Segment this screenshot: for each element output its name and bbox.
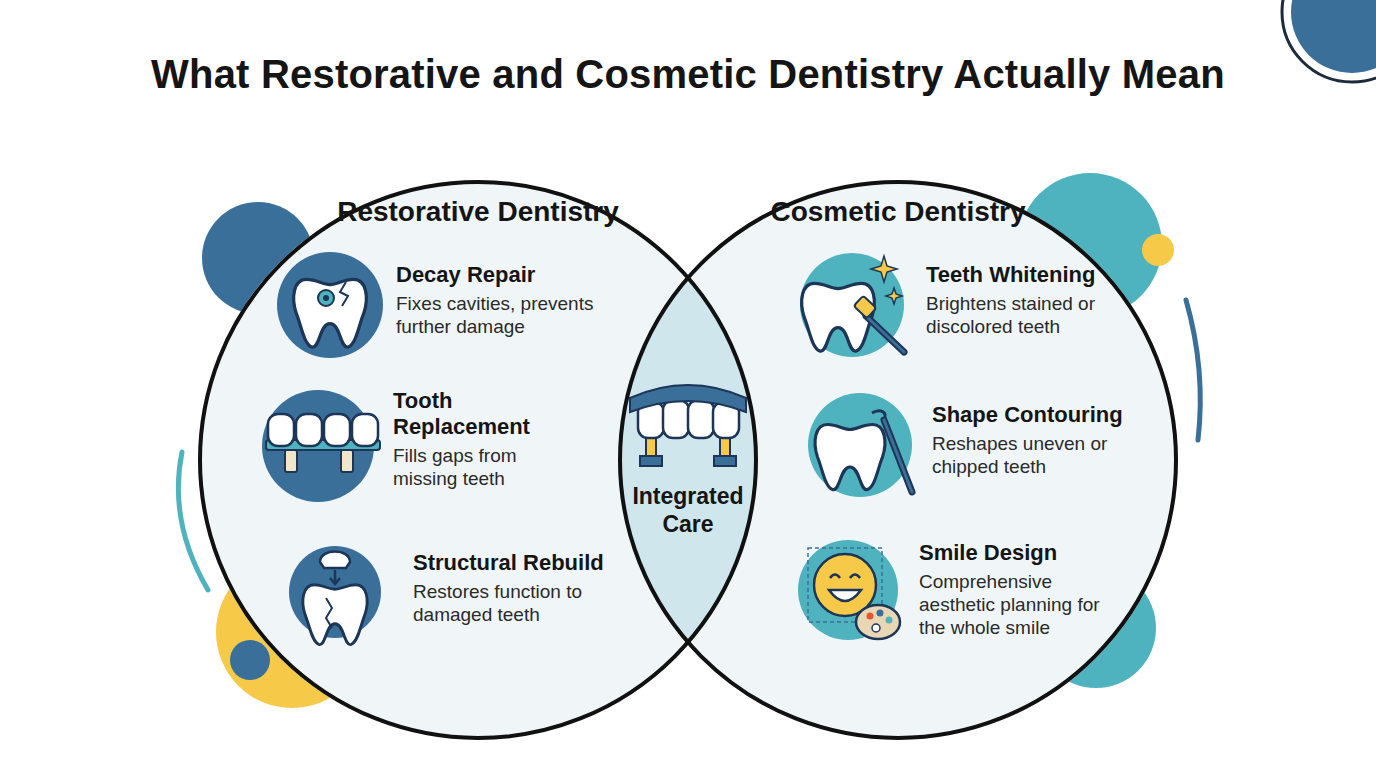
bridge-icon	[262, 390, 380, 502]
item-title: Shape Contouring	[932, 402, 1162, 428]
service-item: Teeth WhiteningBrightens stained or disc…	[800, 262, 1160, 362]
item-title: Smile Design	[919, 540, 1149, 566]
venn-circle: Cosmetic DentistryTeeth WhiteningBrighte…	[618, 180, 1178, 740]
circle-heading: Restorative Dentistry	[198, 196, 758, 228]
integrated-icon	[630, 385, 746, 466]
overlap-label: Integrated Care	[618, 482, 758, 538]
diagram-title: What Restorative and Cosmetic Dentistry …	[0, 52, 1376, 97]
item-title: Structural Rebuild	[413, 550, 643, 576]
item-description: Reshapes uneven or chipped teeth	[932, 432, 1112, 478]
overlap-text: Integrated Care	[618, 482, 758, 538]
service-item: Tooth ReplacementFills gaps from missing…	[262, 388, 622, 500]
overlap-region: Integrated Care	[618, 482, 758, 546]
item-description: Fixes cavities, prevents further damage	[396, 292, 611, 338]
venn-circle: Restorative DentistryDecay RepairFixes c…	[198, 180, 758, 740]
item-title: Tooth Replacement	[393, 388, 553, 440]
item-description: Fills gaps from missing teeth	[393, 444, 543, 490]
item-title: Teeth Whitening	[926, 262, 1156, 288]
item-description: Brightens stained or discolored teeth	[926, 292, 1121, 338]
contouring-icon	[808, 393, 912, 497]
item-description: Comprehensive aesthetic planning for the…	[919, 570, 1101, 639]
circle-border	[200, 182, 756, 738]
crown-icon	[289, 546, 381, 645]
circle-heading: Cosmetic Dentistry	[618, 196, 1178, 228]
whitening-icon	[800, 253, 904, 357]
service-item: Structural RebuildRestores function to d…	[290, 550, 650, 650]
smile-icon	[798, 540, 900, 640]
item-title: Decay Repair	[396, 262, 636, 288]
service-item: Decay RepairFixes cavities, prevents fur…	[276, 262, 646, 362]
circle-border	[620, 182, 1176, 738]
service-item: Shape ContouringReshapes uneven or chipp…	[806, 402, 1166, 502]
item-description: Restores function to damaged teeth	[413, 580, 608, 626]
service-item: Smile DesignComprehensive aesthetic plan…	[793, 540, 1153, 660]
decay-icon	[277, 252, 383, 358]
